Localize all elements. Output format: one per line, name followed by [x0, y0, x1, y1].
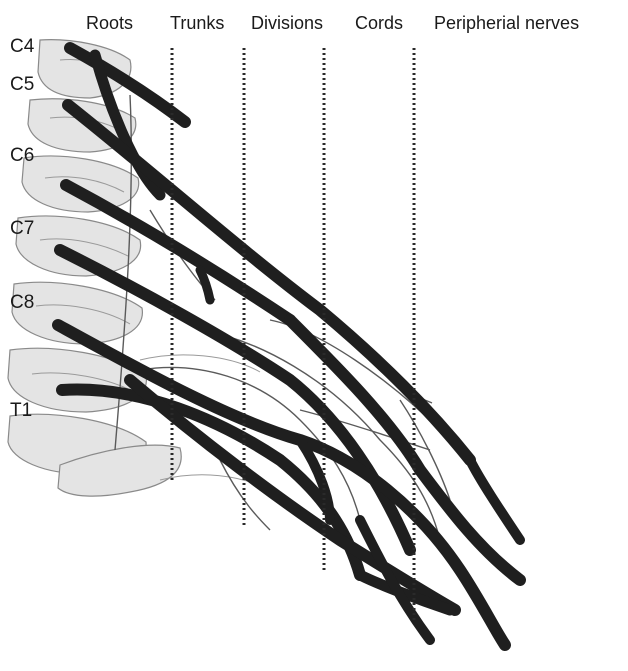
- column-label-roots: Roots: [86, 12, 133, 34]
- root-label-t1: T1: [10, 400, 32, 422]
- root-label-c4: C4: [10, 36, 34, 58]
- root-label-c6: C6: [10, 145, 34, 167]
- column-label-peripheral-nerves: Peripherial nerves: [434, 12, 579, 34]
- column-label-divisions: Divisions: [251, 12, 323, 34]
- column-label-trunks: Trunks: [170, 12, 224, 34]
- root-label-c8: C8: [10, 292, 34, 314]
- root-label-c5: C5: [10, 74, 34, 96]
- nerve-trunks: [58, 48, 520, 645]
- root-label-c7: C7: [10, 218, 34, 240]
- column-label-cords: Cords: [355, 12, 403, 34]
